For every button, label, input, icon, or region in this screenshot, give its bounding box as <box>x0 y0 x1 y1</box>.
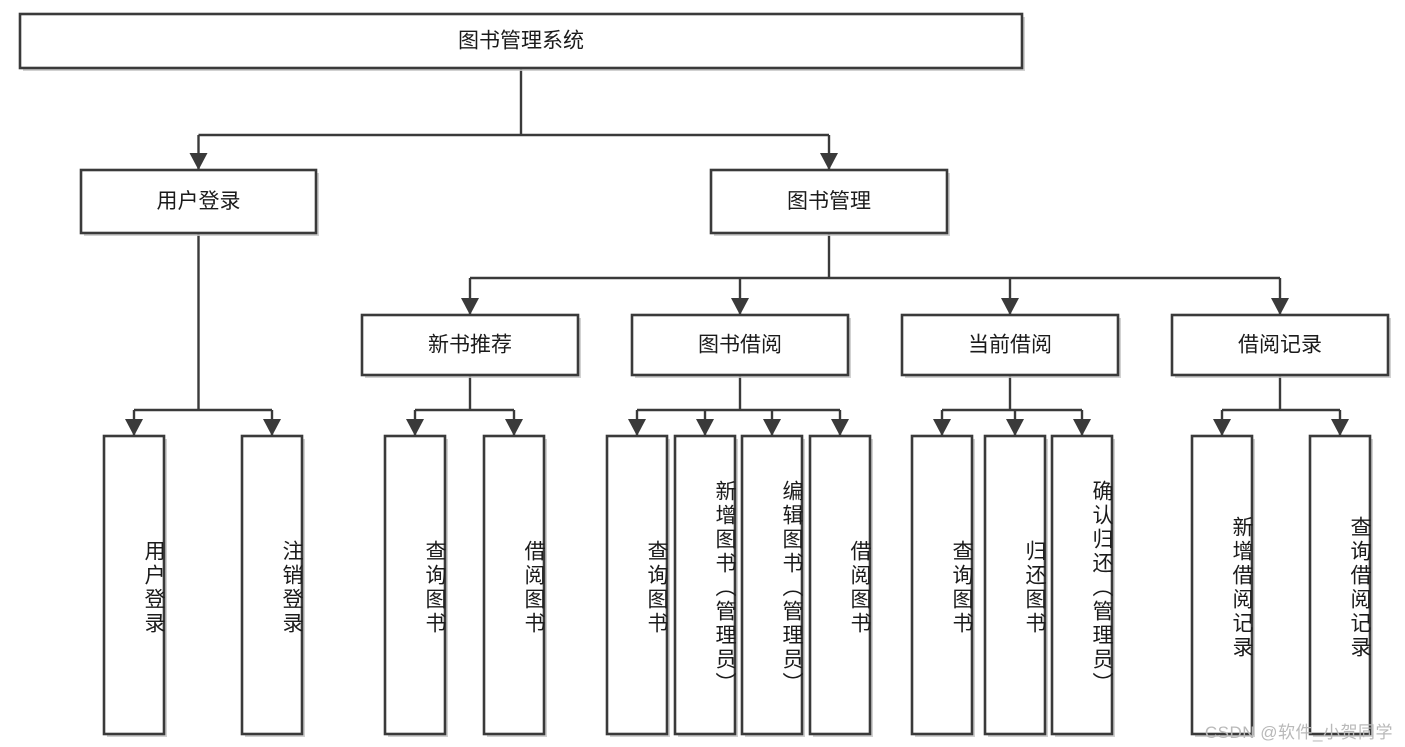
arrow-head-icon <box>731 298 749 315</box>
node-box-user-login[interactable] <box>79 168 318 235</box>
arrow-head-icon <box>933 419 951 436</box>
arrow-head-icon <box>406 419 424 436</box>
node-box-new-book-recommend[interactable] <box>360 313 580 377</box>
arrow-head-icon <box>763 419 781 436</box>
node-box-leaf-add-book-admin[interactable] <box>673 434 737 736</box>
arrow-head-icon <box>1271 298 1289 315</box>
node-box-leaf-borrow-book[interactable] <box>808 434 872 736</box>
arrow-head-icon <box>628 419 646 436</box>
node-box-leaf-query-book-rec[interactable] <box>383 434 447 736</box>
arrow-head-icon <box>1213 419 1231 436</box>
node-boxes-layer <box>18 12 1391 737</box>
node-label-current-borrow: 当前借阅 <box>968 334 1052 357</box>
arrow-head-icon <box>505 419 523 436</box>
arrow-head-icon <box>1331 419 1349 436</box>
node-box-leaf-query-borrow-record[interactable] <box>1308 434 1372 736</box>
arrow-head-icon <box>1006 419 1024 436</box>
node-box-root[interactable] <box>18 12 1024 70</box>
node-label-book-manage: 图书管理 <box>787 190 871 213</box>
node-box-leaf-user-logout[interactable] <box>240 434 304 736</box>
arrow-head-icon <box>820 153 838 170</box>
node-box-leaf-confirm-return-admin[interactable] <box>1050 434 1114 736</box>
arrow-head-icon <box>461 298 479 315</box>
arrow-head-icon <box>189 153 208 170</box>
node-box-leaf-return-book[interactable] <box>983 434 1047 736</box>
node-label-book-borrow: 图书借阅 <box>698 334 782 357</box>
arrow-head-icon <box>125 419 143 436</box>
node-box-leaf-add-borrow-record[interactable] <box>1190 434 1254 736</box>
node-box-leaf-query-book-current[interactable] <box>910 434 974 736</box>
arrow-head-icon <box>263 419 281 436</box>
node-box-borrow-record[interactable] <box>1170 313 1390 377</box>
connectors-layer <box>125 68 1349 436</box>
node-label-user-login: 用户登录 <box>157 190 241 213</box>
watermark: CSDN @软件_小贺同学 <box>1204 723 1393 742</box>
node-box-leaf-edit-book-admin[interactable] <box>740 434 804 736</box>
arrow-head-icon <box>831 419 849 436</box>
node-label-root: 图书管理系统 <box>458 30 584 53</box>
node-box-book-borrow[interactable] <box>630 313 850 377</box>
node-label-new-book-recommend: 新书推荐 <box>428 334 512 357</box>
node-label-borrow-record: 借阅记录 <box>1238 334 1322 357</box>
node-box-leaf-user-login[interactable] <box>102 434 166 736</box>
node-box-leaf-query-book-borrow[interactable] <box>605 434 669 736</box>
arrow-head-icon <box>696 419 714 436</box>
node-box-current-borrow[interactable] <box>900 313 1120 377</box>
arrow-head-icon <box>1073 419 1091 436</box>
node-box-book-manage[interactable] <box>709 168 949 235</box>
node-box-leaf-borrow-book-rec[interactable] <box>482 434 546 736</box>
arrow-head-icon <box>1001 298 1019 315</box>
